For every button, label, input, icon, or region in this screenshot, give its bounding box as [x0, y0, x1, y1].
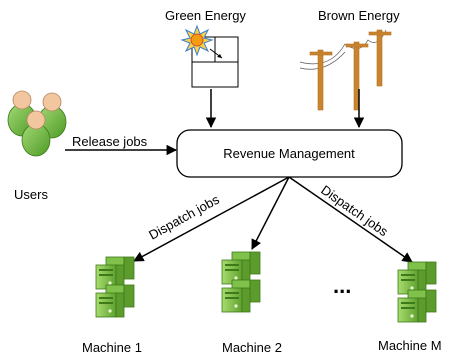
- machine-label: Machine 2: [222, 340, 282, 355]
- revenue-management-label: Revenue Management: [223, 146, 355, 161]
- server-icon: [221, 251, 261, 313]
- machine-label: Machine M: [378, 338, 442, 353]
- release-jobs-label: Release jobs: [72, 134, 148, 149]
- dispatch-arrow-machine-1: [133, 176, 290, 262]
- dispatch-arrow-machine-2: [251, 176, 290, 250]
- ellipsis-label: ...: [333, 273, 351, 298]
- green-energy-label: Green Energy: [165, 8, 246, 23]
- brown-energy-label: Brown Energy: [318, 8, 400, 23]
- power-pole-icon: [299, 29, 392, 111]
- server-icon: [397, 261, 437, 323]
- server-icon: [95, 256, 135, 318]
- dispatch-jobs-left-label: Dispatch jobs: [146, 191, 222, 242]
- dispatch-arrow-machine-m: [288, 176, 413, 263]
- machine-label: Machine 1: [82, 340, 142, 355]
- solar-panel-icon: [180, 24, 239, 88]
- users-label: Users: [14, 187, 48, 202]
- dispatch-jobs-right-label: Dispatch jobs: [318, 182, 391, 239]
- users-icon: [7, 90, 67, 157]
